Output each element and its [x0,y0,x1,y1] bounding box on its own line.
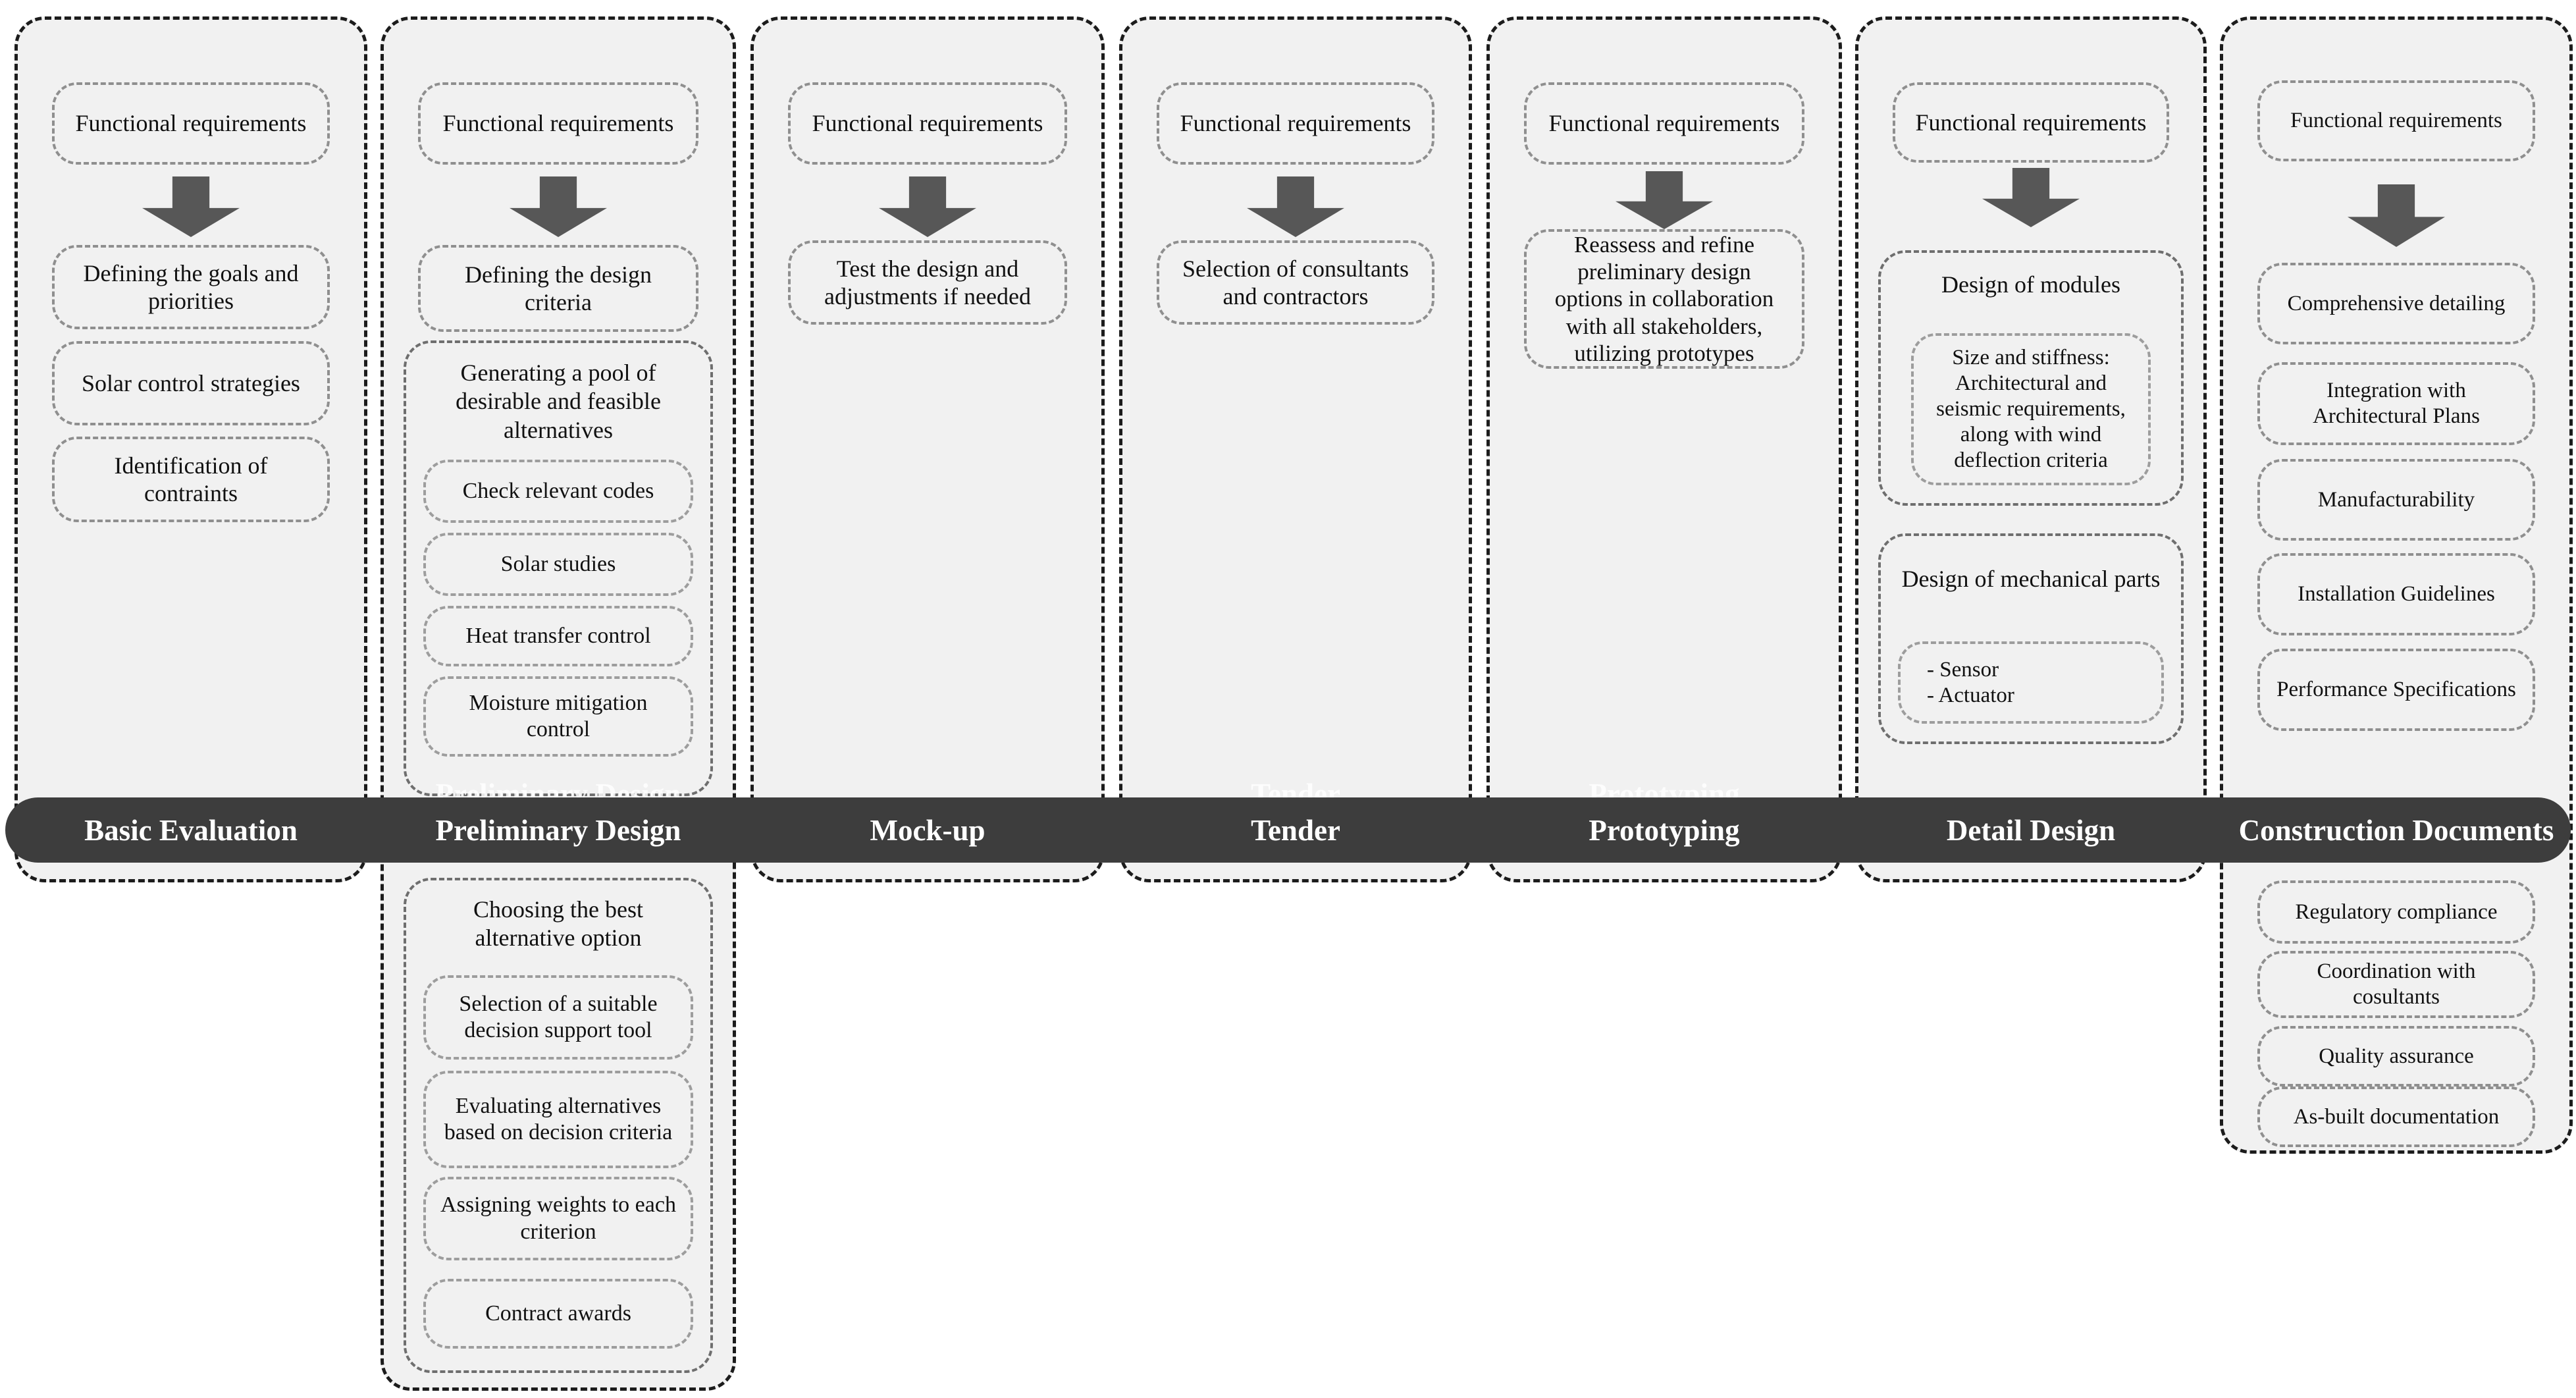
group-box: Design of mechanical parts - Sensor - Act… [1878,533,2184,744]
group-header: Generating a pool of desirable and feasi… [456,360,661,443]
flow-box: Regulatory compliance [2257,880,2535,944]
flow-box: Functional requirements [52,82,330,165]
sub-box: Contract awards [423,1279,693,1349]
flow-box: Selection of consultants and contractors [1157,240,1434,325]
stage-band: Basic Evaluation Preliminary Design Mock-u… [5,797,2571,863]
sub-box: Moisture mitigation control [423,676,693,757]
sub-box: Assigning weights to each criterion [423,1177,693,1260]
band-stage-label: Basic Evaluation [84,813,298,847]
flow-box: Integration with Architectural Plans [2257,362,2535,445]
sub-box: Size and stiffness: Architectural and se… [1911,333,2151,485]
flow-box: Functional requirements [788,82,1067,165]
flow-box: Functional requirements [1524,82,1804,165]
flow-box: Defining the design criteria [418,245,698,332]
down-arrow-icon [1247,176,1344,237]
down-arrow-icon [2348,184,2445,247]
band-stage-label: Detail Design [1946,813,2116,847]
band-stage-label: Prototyping [1589,813,1740,847]
sub-box: - Sensor - Actuator [1898,641,2164,724]
group-box: Generating a pool of desirable and feasi… [404,340,713,796]
flow-box: Identification of contraints [52,437,330,522]
band-stage-label: Mock-up [870,813,986,847]
sub-box: Solar studies [423,533,693,596]
flow-box: Reassess and refine preliminary design o… [1524,229,1804,369]
group-header: Design of modules [1941,271,2120,298]
flow-box: As-built documentation [2257,1087,2535,1147]
flow-box: Functional requirements [2257,80,2535,161]
flow-box: Coordination with cosultants [2257,951,2535,1018]
down-arrow-icon [142,176,240,237]
flow-box: Functional requirements [1157,82,1434,165]
down-arrow-icon [879,176,976,237]
sub-box: Check relevant codes [423,460,693,523]
group-header: Choosing the best alternative option [473,896,643,951]
flow-box: Performance Specifications [2257,649,2535,731]
flow-box: Solar control strategies [52,341,330,425]
flow-box: Manufacturability [2257,459,2535,541]
sub-box: Heat transfer control [423,606,693,666]
down-arrow-icon [1982,168,2080,227]
flow-box: Defining the goals and priorities [52,245,330,329]
flow-box: Quality assurance [2257,1026,2535,1087]
flow-box: Test the design and adjustments if neede… [788,240,1067,325]
band-stage-label: Tender [1251,813,1340,847]
flow-box: Functional requirements [418,82,698,165]
band-stage-label: Construction Documents [2238,813,2554,847]
sub-box: Evaluating alternatives based on decisio… [423,1071,693,1168]
group-header: Design of mechanical parts [1901,565,2161,592]
flow-box: Installation Guidelines [2257,553,2535,635]
flow-box: Functional requirements [1893,82,2169,163]
down-arrow-icon [1616,171,1713,229]
down-arrow-icon [510,176,607,237]
sub-box: Selection of a suitable decision support… [423,975,693,1060]
flow-box: Comprehensive detailing [2257,263,2535,344]
band-stage-label: Preliminary Design [435,813,681,847]
